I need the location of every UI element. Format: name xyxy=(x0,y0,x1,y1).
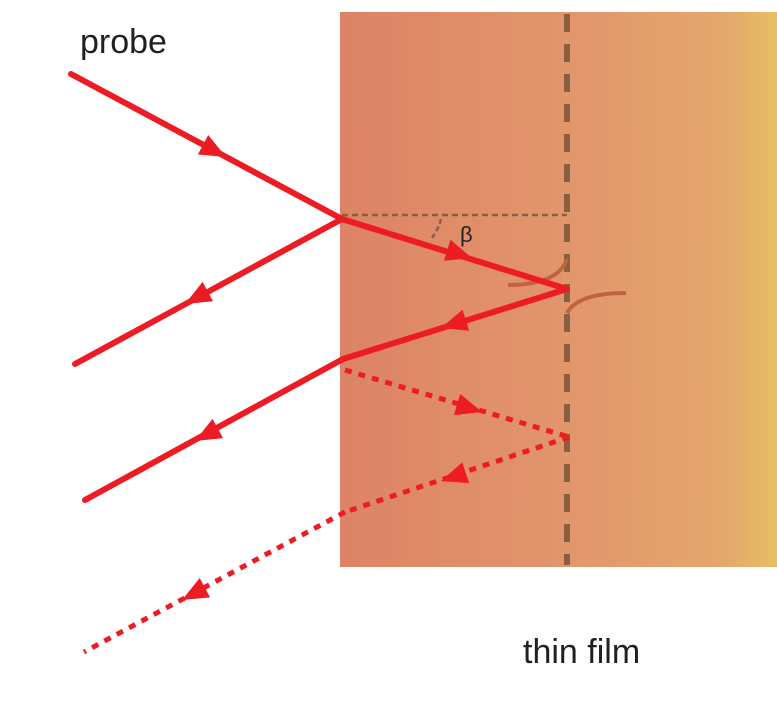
interface-defect-curve-lower xyxy=(565,291,627,315)
incident-beam-arrow xyxy=(197,135,226,157)
probe-label: probe xyxy=(80,23,167,61)
secondary-transmitted-beam xyxy=(82,509,347,655)
secondary-refracted-beam xyxy=(344,367,570,440)
angle-arc xyxy=(430,218,443,239)
secondary-refracted-arrow xyxy=(453,393,482,416)
transmitted-beam-arrow xyxy=(195,418,224,441)
interface-reflected-arrow xyxy=(441,309,470,331)
surface-reflected-beam xyxy=(72,216,345,367)
thin-film-label: thin film xyxy=(523,633,640,671)
secondary-reflected-arrow xyxy=(441,462,470,484)
surface-reflected-arrow xyxy=(185,281,214,304)
refracted-beam-arrow xyxy=(443,239,472,261)
secondary-transmitted-arrow xyxy=(182,578,211,600)
angle-label: β xyxy=(460,222,473,247)
interface-defect-curve-upper xyxy=(507,258,569,287)
